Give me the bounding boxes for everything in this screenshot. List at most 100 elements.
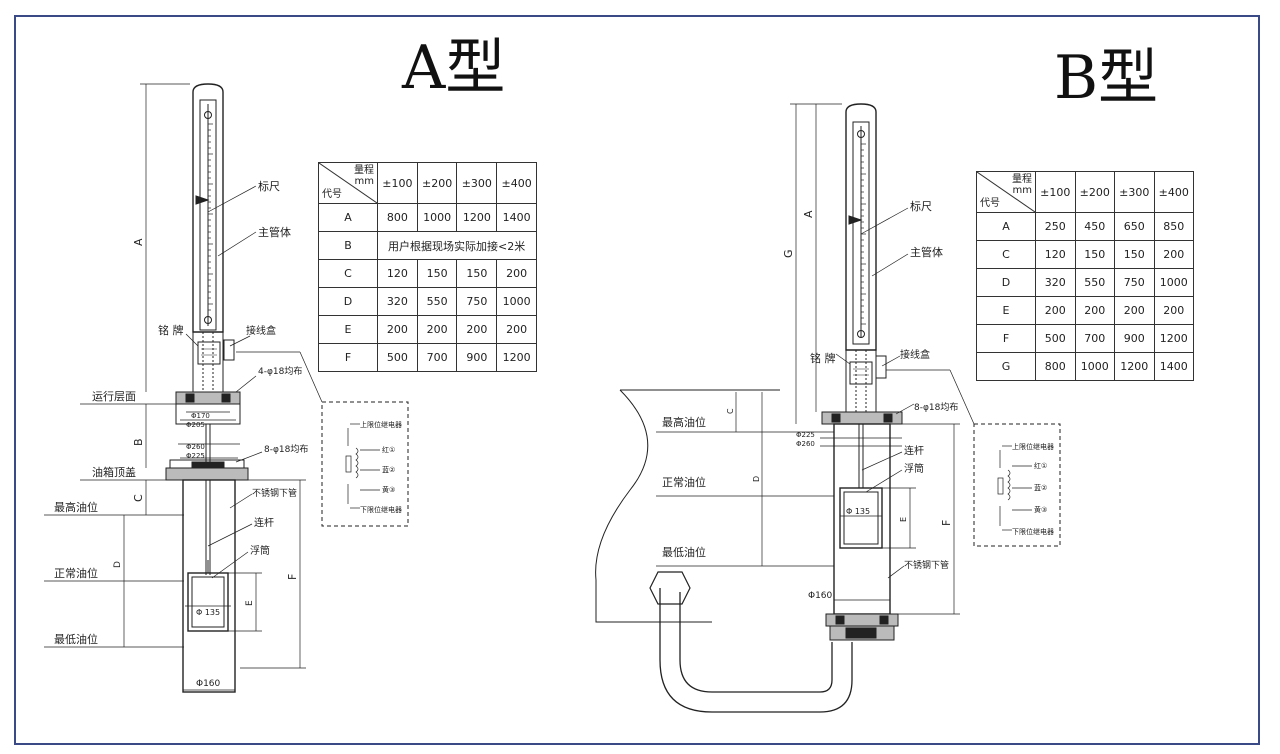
label-nameplate-a: 铭 牌 [158, 323, 184, 337]
label-scale-b: 标尺 [910, 199, 932, 213]
scale-pointer-b [848, 215, 863, 225]
table-cell: 200 [496, 259, 537, 288]
label-junction-box-b: 接线盒 [900, 348, 930, 361]
dim-label-d: D [113, 561, 123, 568]
wiring-red-a: 红① [382, 445, 395, 454]
wiring-yellow-b: 黄③ [1034, 505, 1047, 514]
label-normal-oil-a: 正常油位 [54, 566, 98, 580]
dim-label-g-b: G [782, 249, 795, 258]
tank-top-plate-a [165, 467, 249, 481]
table-row: F 500 700 900 1200 [318, 343, 537, 372]
dim-label-c: C [132, 494, 145, 502]
label-operating-floor-a: 运行层面 [92, 390, 136, 403]
label-float-a: 浮筒 [250, 544, 270, 557]
table-cell: 550 [1074, 268, 1115, 297]
dim-label-a-b: A [802, 210, 815, 218]
title-type-a: A型 [402, 33, 506, 103]
pipe-nut-b [649, 571, 691, 605]
nameplate-a [197, 341, 221, 365]
dim-label-f-b: F [940, 520, 953, 526]
table-cell: 120 [1035, 240, 1076, 269]
row-code: A [976, 212, 1036, 241]
table-cell: 1400 [1153, 352, 1194, 381]
table-cell: 1000 [1074, 352, 1115, 381]
dim-label-f: F [286, 574, 299, 580]
label-holes-b: 8-φ18均布 [914, 401, 958, 413]
table-cell: 750 [456, 287, 498, 316]
leader-junction-a [229, 335, 251, 347]
table-cell: 150 [1114, 240, 1155, 269]
label-main-tube-a: 主管体 [258, 225, 291, 239]
table-cell: 150 [416, 259, 458, 288]
table-cell: 200 [377, 315, 418, 344]
table-cell: 320 [377, 287, 418, 316]
leader-tube-b [871, 253, 909, 277]
steel-lower-tube-a [182, 479, 236, 693]
scale-bottom-circle-a [204, 316, 212, 324]
dim-label-phi160-a: Φ160 [196, 679, 221, 689]
table-row: A 250 450 650 850 [976, 212, 1194, 241]
table-cell: 320 [1035, 268, 1076, 297]
wiring-upper-relay-b: 上限位继电器 [1012, 442, 1054, 451]
label-rod-a: 连杆 [254, 516, 274, 529]
table-cell-merged: 用户根据现场实际加接<2米 [377, 231, 537, 260]
table-cell: 1200 [456, 203, 498, 232]
label-steel-tube-a: 不锈钢下管 [252, 487, 297, 499]
wiring-box-a [321, 401, 409, 527]
table-row: D 320 550 750 1000 [318, 287, 537, 316]
label-float-b: 浮筒 [904, 462, 924, 475]
label-holes-top-a: 4-φ18均布 [258, 365, 302, 377]
float-b [839, 487, 883, 549]
scale-top-circle-b [857, 130, 865, 138]
leader-scale-b [860, 207, 909, 235]
table-cell: 750 [1114, 268, 1155, 297]
label-scale-a: 标尺 [258, 179, 280, 193]
table-row: E 200 200 200 200 [318, 315, 537, 344]
dim-label-c-b: C [726, 408, 735, 414]
title-type-b: B型 [1054, 43, 1159, 113]
label-junction-box-a: 接线盒 [246, 324, 276, 337]
scale-pointer-a [195, 195, 210, 205]
table-row: A 800 1000 1200 1400 [318, 203, 537, 232]
table-cell: 200 [1114, 296, 1155, 325]
label-min-oil-a: 最低油位 [54, 632, 98, 646]
scale-ticks-a [208, 123, 213, 311]
table-cell: 1000 [1153, 268, 1194, 297]
table-cell: 1200 [1153, 324, 1194, 353]
corner-unit-label: mm [1012, 185, 1032, 196]
corner-code-label: 代号 [980, 198, 1000, 209]
main-tube-a [192, 83, 224, 333]
wiring-box-b [973, 423, 1061, 547]
label-rod-b: 连杆 [904, 444, 924, 457]
table-cell: 450 [1074, 212, 1115, 241]
dim-label-phi135-a: Φ 135 [196, 608, 220, 617]
leader-nameplate-a [185, 333, 199, 347]
table-cell: 900 [1114, 324, 1155, 353]
main-tube-b [845, 103, 877, 351]
range-header: ±400 [496, 162, 537, 204]
wiring-lower-relay-b: 下限位继电器 [1012, 527, 1054, 536]
table-cell: 1000 [496, 287, 537, 316]
float-a [187, 572, 229, 632]
junction-box-a [223, 339, 235, 361]
u-pipe-inner-b [679, 592, 833, 693]
corner-range-label: 量程 [354, 165, 374, 176]
wiring-blue-b: 蓝② [1034, 483, 1047, 492]
label-main-tube-b: 主管体 [910, 245, 943, 259]
scale-window-b [852, 121, 870, 345]
dim-label-phi160-b: Φ160 [808, 591, 833, 601]
dim-label-a: A [132, 238, 145, 246]
nameplate-b [849, 361, 873, 385]
dim-label-phi225-b: Φ225 [796, 431, 815, 439]
table-cell: 200 [1153, 240, 1194, 269]
leader-scale-a [207, 185, 257, 213]
range-header: ±400 [1153, 171, 1194, 213]
table-cell: 250 [1035, 212, 1076, 241]
tank-outline-b [595, 389, 780, 623]
wiring-red-b: 红① [1034, 461, 1047, 470]
table-cell: 1200 [1114, 352, 1155, 381]
row-code: F [318, 343, 378, 372]
